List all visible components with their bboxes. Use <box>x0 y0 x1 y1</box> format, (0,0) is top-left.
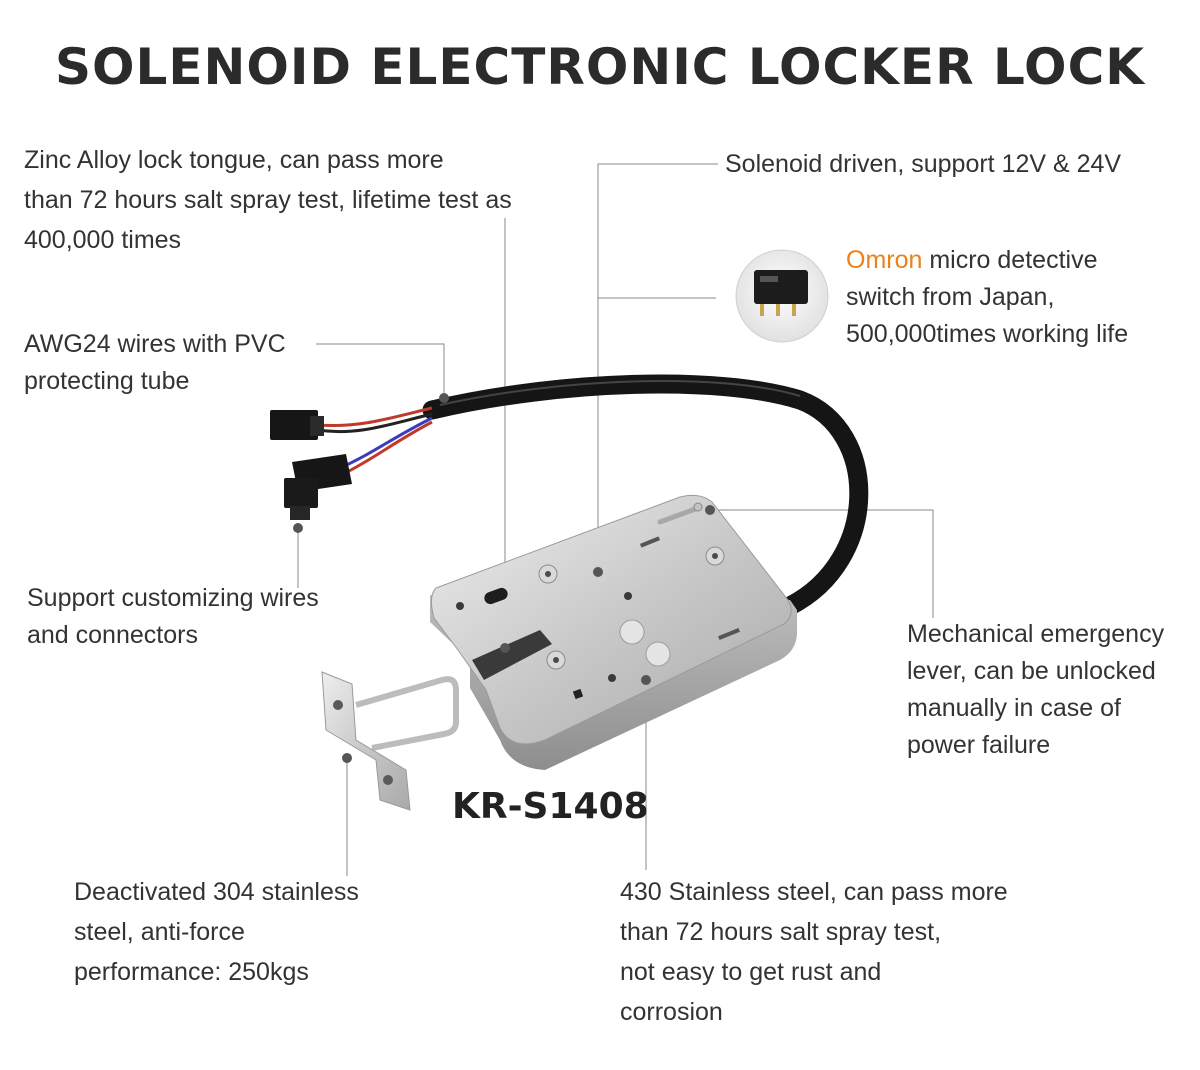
callout-wires: AWG24 wires with PVC protecting tube <box>24 326 286 400</box>
model-number: KR-S1408 <box>452 786 649 827</box>
callout-connectors: Support customizing wires and connectors <box>27 580 319 654</box>
callout-text: power failure <box>907 731 1051 759</box>
wires-leader <box>316 343 445 398</box>
strike-plate <box>321 671 459 811</box>
callout-text: Deactivated 304 stainless <box>74 878 359 906</box>
callout-text: lever, can be unlocked <box>907 657 1156 685</box>
callout-text: steel, anti-force <box>74 918 245 946</box>
callout-304-stainless: Deactivated 304 stainless steel, anti-fo… <box>74 874 359 991</box>
callout-text: than 72 hours salt spray test, lifetime … <box>24 186 512 214</box>
lever-leader <box>710 509 934 618</box>
callout-text: corrosion <box>620 998 723 1026</box>
callout-430-stainless: 430 Stainless steel, can pass more than … <box>620 874 1008 1031</box>
callout-text: 500,000times working life <box>846 320 1129 348</box>
page-title: SOLENOID ELECTRONIC LOCKER LOCK <box>54 38 1146 96</box>
callout-text: not easy to get rust and <box>620 958 882 986</box>
callout-lock-tongue: Zinc Alloy lock tongue, can pass more th… <box>24 142 512 259</box>
callout-text: Mechanical emergency <box>907 620 1165 648</box>
cable <box>317 374 869 616</box>
solenoid-leader <box>597 163 718 572</box>
callout-text: Solenoid driven, support 12V & 24V <box>725 150 1122 178</box>
connector-plugs <box>270 410 352 520</box>
callout-text: Zinc Alloy lock tongue, can pass more <box>24 146 444 174</box>
marker-dots <box>293 393 715 763</box>
callout-text: performance: 250kgs <box>74 958 309 986</box>
callout-solenoid: Solenoid driven, support 12V & 24V <box>725 146 1121 183</box>
callout-omron-switch: Omron micro detective switch from Japan,… <box>846 242 1128 353</box>
callout-text-rest: micro detective <box>922 246 1098 274</box>
omron-switch-thumbnail <box>735 249 829 343</box>
callout-text: switch from Japan, <box>846 283 1055 311</box>
brand-highlight: Omron <box>846 246 923 274</box>
callout-text: AWG24 wires with PVC <box>24 330 286 358</box>
callout-text: Support customizing wires <box>27 584 319 612</box>
callout-text: 400,000 times <box>24 226 182 254</box>
callout-text: 430 Stainless steel, can pass more <box>620 878 1008 906</box>
lock-body <box>430 494 798 770</box>
callout-text: Omron micro detective <box>846 242 1128 279</box>
callout-emergency-lever: Mechanical emergency lever, can be unloc… <box>907 616 1164 764</box>
callout-text: and connectors <box>27 621 198 649</box>
callout-text: manually in case of <box>907 694 1122 722</box>
callout-text: protecting tube <box>24 367 190 395</box>
callout-text: than 72 hours salt spray test, <box>620 918 942 946</box>
